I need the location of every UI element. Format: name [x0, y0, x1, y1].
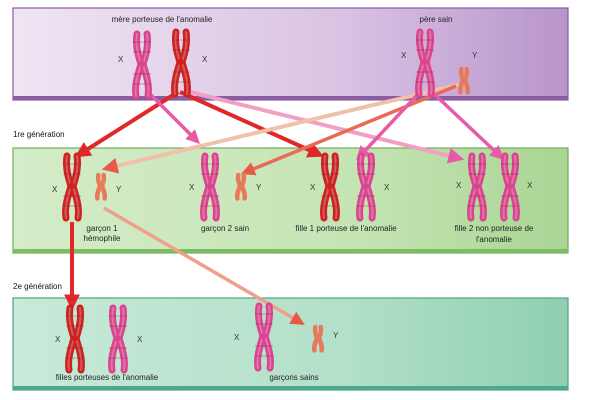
father-label: père sain	[420, 15, 453, 24]
gen2-sons-y-letter: Y	[333, 331, 339, 340]
son1-label-line2: hémophile	[84, 234, 121, 243]
gen2-sons-label: garçons sains	[269, 373, 318, 382]
arrow-mother-to-son2	[146, 90, 200, 144]
son2-label: garçon 2 sain	[201, 224, 249, 233]
mother-x-letter-left: X	[118, 55, 124, 64]
son2-x-chromosome	[200, 152, 220, 222]
daughter1-x-letter-left: X	[310, 183, 316, 192]
arrows	[64, 82, 505, 325]
gen2-daughters-x-letter-left: X	[55, 335, 61, 344]
arrow-father-to-son1	[101, 82, 463, 174]
arrow-mother-to-daughter2	[189, 90, 465, 164]
gen2-daughters-label: filles porteuses de l'anomalie	[56, 373, 159, 382]
son2-x-letter: X	[189, 183, 195, 192]
arrow-mother-to-daughter1	[179, 90, 324, 158]
gen2-sons-x-letter: X	[234, 333, 240, 342]
gen2-daughter-x-chromosome-affected	[65, 304, 85, 374]
daughter2-x-chromosome-2	[500, 152, 520, 222]
son1-label-line1: garçon 1	[86, 224, 118, 233]
daughter2-x-letter-right: X	[527, 181, 533, 190]
son2-y-chromosome	[234, 172, 248, 201]
father-y-chromosome	[457, 66, 471, 95]
mother-x-chromosome-normal	[132, 30, 152, 100]
daughter2-x-chromosome-1	[467, 152, 487, 222]
daughter1-label: fille 1 porteuse de l'anomalie	[295, 224, 397, 233]
gen2-son-x-chromosome	[254, 302, 274, 372]
mother-label: mère porteuse de l'anomalie	[112, 15, 213, 24]
father-x-chromosome	[415, 28, 435, 98]
arrow-father-to-daughter2	[430, 90, 505, 160]
chromosomes: X X X Y X Y X Y X X X X X X X Y	[52, 28, 533, 374]
daughter1-x-letter-right: X	[384, 183, 390, 192]
generation-1-label: 1re génération	[13, 130, 65, 139]
arrow-mother-to-son1	[74, 90, 180, 158]
gen2-daughter-x-chromosome-normal	[108, 304, 128, 374]
daughter1-x-chromosome-affected	[320, 152, 340, 222]
son1-y-chromosome	[94, 172, 108, 201]
father-y-letter: Y	[472, 51, 478, 60]
daughter2-label-line2: l'anomalie	[476, 235, 512, 244]
mother-x-chromosome-affected	[171, 28, 191, 98]
arrow-father-to-son2	[240, 84, 457, 176]
mother-x-letter-right: X	[202, 55, 208, 64]
son1-y-letter: Y	[116, 185, 122, 194]
generation-2-label: 2e génération	[13, 282, 62, 291]
gen2-son-y-chromosome	[311, 324, 325, 353]
son1-x-chromosome	[62, 152, 82, 222]
gen2-daughters-x-letter-right: X	[137, 335, 143, 344]
daughter2-label-line1: fille 2 non porteuse de	[455, 224, 534, 233]
band-parents	[12, 7, 569, 101]
son2-y-letter: Y	[256, 183, 262, 192]
father-x-letter: X	[401, 51, 407, 60]
daughter1-x-chromosome-normal	[356, 152, 376, 222]
daughter2-x-letter-left: X	[456, 181, 462, 190]
arrow-father-to-daughter1	[356, 90, 422, 161]
son1-x-letter: X	[52, 185, 58, 194]
